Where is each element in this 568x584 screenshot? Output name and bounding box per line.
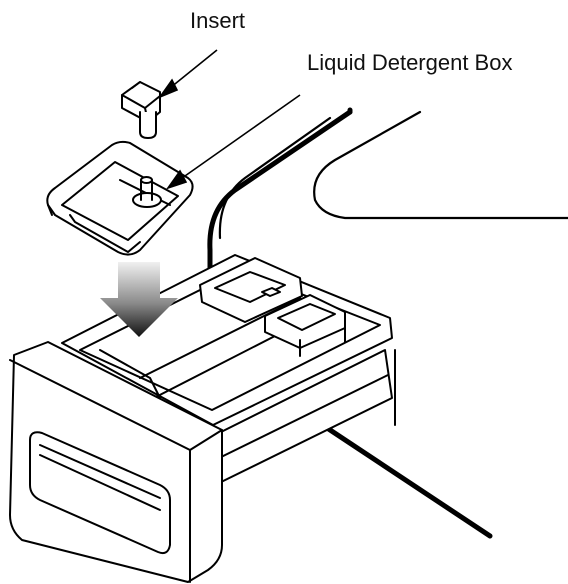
detergent-drawer xyxy=(9,254,393,583)
insert-direction-arrow xyxy=(100,262,178,337)
machine-body xyxy=(207,107,568,539)
pointer-lines xyxy=(157,49,301,190)
liquid-detergent-box-illustration xyxy=(46,140,194,256)
insert-label: Insert xyxy=(190,8,246,33)
liquid-detergent-box-label: Liquid Detergent Box xyxy=(307,50,513,75)
insert-illustration xyxy=(121,81,161,139)
